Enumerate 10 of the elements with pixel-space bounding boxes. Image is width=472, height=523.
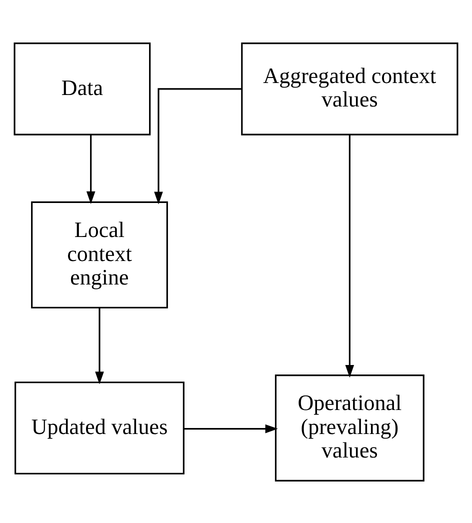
arrow	[86, 134, 96, 204]
arrow	[184, 424, 278, 433]
arrow	[345, 134, 354, 378]
node-box: Operational (prevaling) values	[274, 374, 424, 481]
arrow	[154, 88, 242, 204]
arrow	[95, 307, 104, 384]
node-box: Data	[14, 42, 151, 135]
node-box: Local context engine	[31, 200, 168, 308]
node-box: Updated values	[14, 381, 184, 474]
node-box: Aggregated context values	[241, 42, 458, 135]
